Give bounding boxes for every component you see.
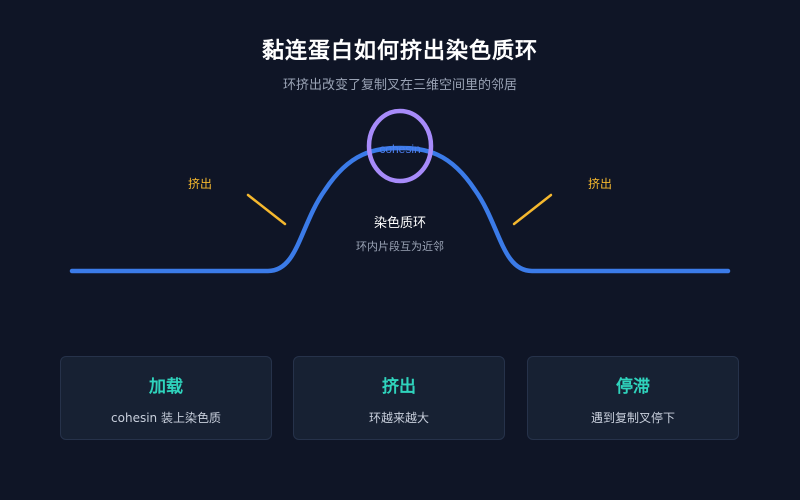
loop-sublabel: 环内片段互为近邻	[356, 239, 444, 253]
left-extrusion-label: 挤出	[188, 176, 212, 191]
cohesin-label: cohesin	[379, 142, 420, 156]
chromatin-fiber	[69, 145, 731, 274]
step-card-desc: 遇到复制叉停下	[590, 411, 675, 425]
loop-extrusion-diagram: cohesin 挤出 挤出 染色质环 环内片段互为近邻	[69, 108, 731, 274]
step-card-extrude: 挤出 环越来越大	[293, 356, 505, 440]
page-subtitle: 环挤出改变了复制叉在三维空间里的邻居	[282, 78, 517, 93]
right-extrusion-arrow	[512, 193, 553, 226]
step-card-stall: 停滞 遇到复制叉停下	[527, 356, 739, 440]
cohesin-ring-icon	[366, 108, 434, 184]
step-card-desc: cohesin 装上染色质	[111, 411, 221, 425]
step-card-desc: 环越来越大	[368, 411, 429, 425]
page-title: 黏连蛋白如何挤出染色质环	[261, 39, 538, 64]
right-extrusion-label: 挤出	[588, 176, 612, 191]
step-card-title: 加载	[149, 377, 183, 397]
left-extrusion-arrow	[246, 193, 287, 226]
loop-label: 染色质环	[374, 215, 426, 231]
step-card-title: 停滞	[616, 377, 650, 397]
step-card-load: 加载 cohesin 装上染色质	[60, 356, 272, 440]
step-card-title: 挤出	[382, 377, 416, 397]
